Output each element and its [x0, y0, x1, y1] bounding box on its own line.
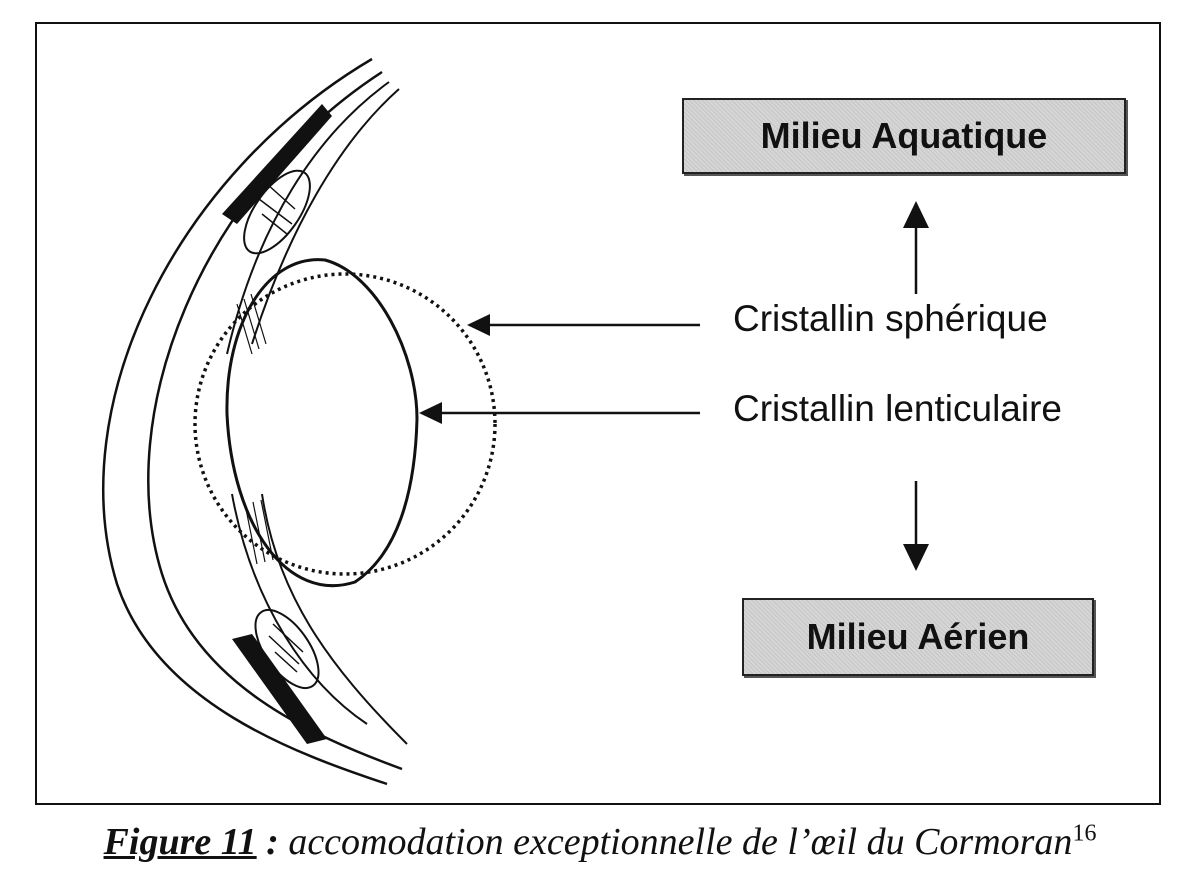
caption-separator: : [256, 821, 279, 863]
lower-muscle [232, 634, 327, 744]
upper-muscle [222, 104, 332, 224]
spherical-lens-outline [193, 272, 497, 576]
figure-caption: Figure 11 : accomodation exceptionnelle … [0, 820, 1200, 864]
iris-line-upper [226, 81, 390, 355]
outer-cornea-line [102, 57, 388, 786]
arrow-up [903, 201, 929, 228]
figure-label: Figure 11 [103, 821, 257, 863]
lower-ciliary-body [254, 609, 320, 689]
lenticular-lens-label: Cristallin lenticulaire [733, 388, 1063, 429]
arrow-to-lenticular-lens [419, 402, 442, 424]
arrow-down [903, 544, 929, 571]
caption-text: accomodation exceptionnelle de l’œil du … [278, 821, 1073, 863]
arrow-to-spherical-lens [467, 314, 490, 336]
iris-line-upper-2 [251, 88, 400, 345]
iris-line-lower-2 [261, 493, 408, 745]
spherical-lens-label: Cristallin sphérique [733, 298, 1048, 339]
footnote-ref: 16 [1072, 820, 1097, 847]
diagram-frame: Milieu Aquatique Milieu Aérien Cristalli… [35, 22, 1161, 805]
milieu-aquatique-box: Milieu Aquatique [682, 98, 1126, 174]
milieu-aerien-box: Milieu Aérien [742, 598, 1094, 676]
lenticular-lens-outline [225, 258, 419, 588]
eye-cross-section [102, 57, 929, 786]
